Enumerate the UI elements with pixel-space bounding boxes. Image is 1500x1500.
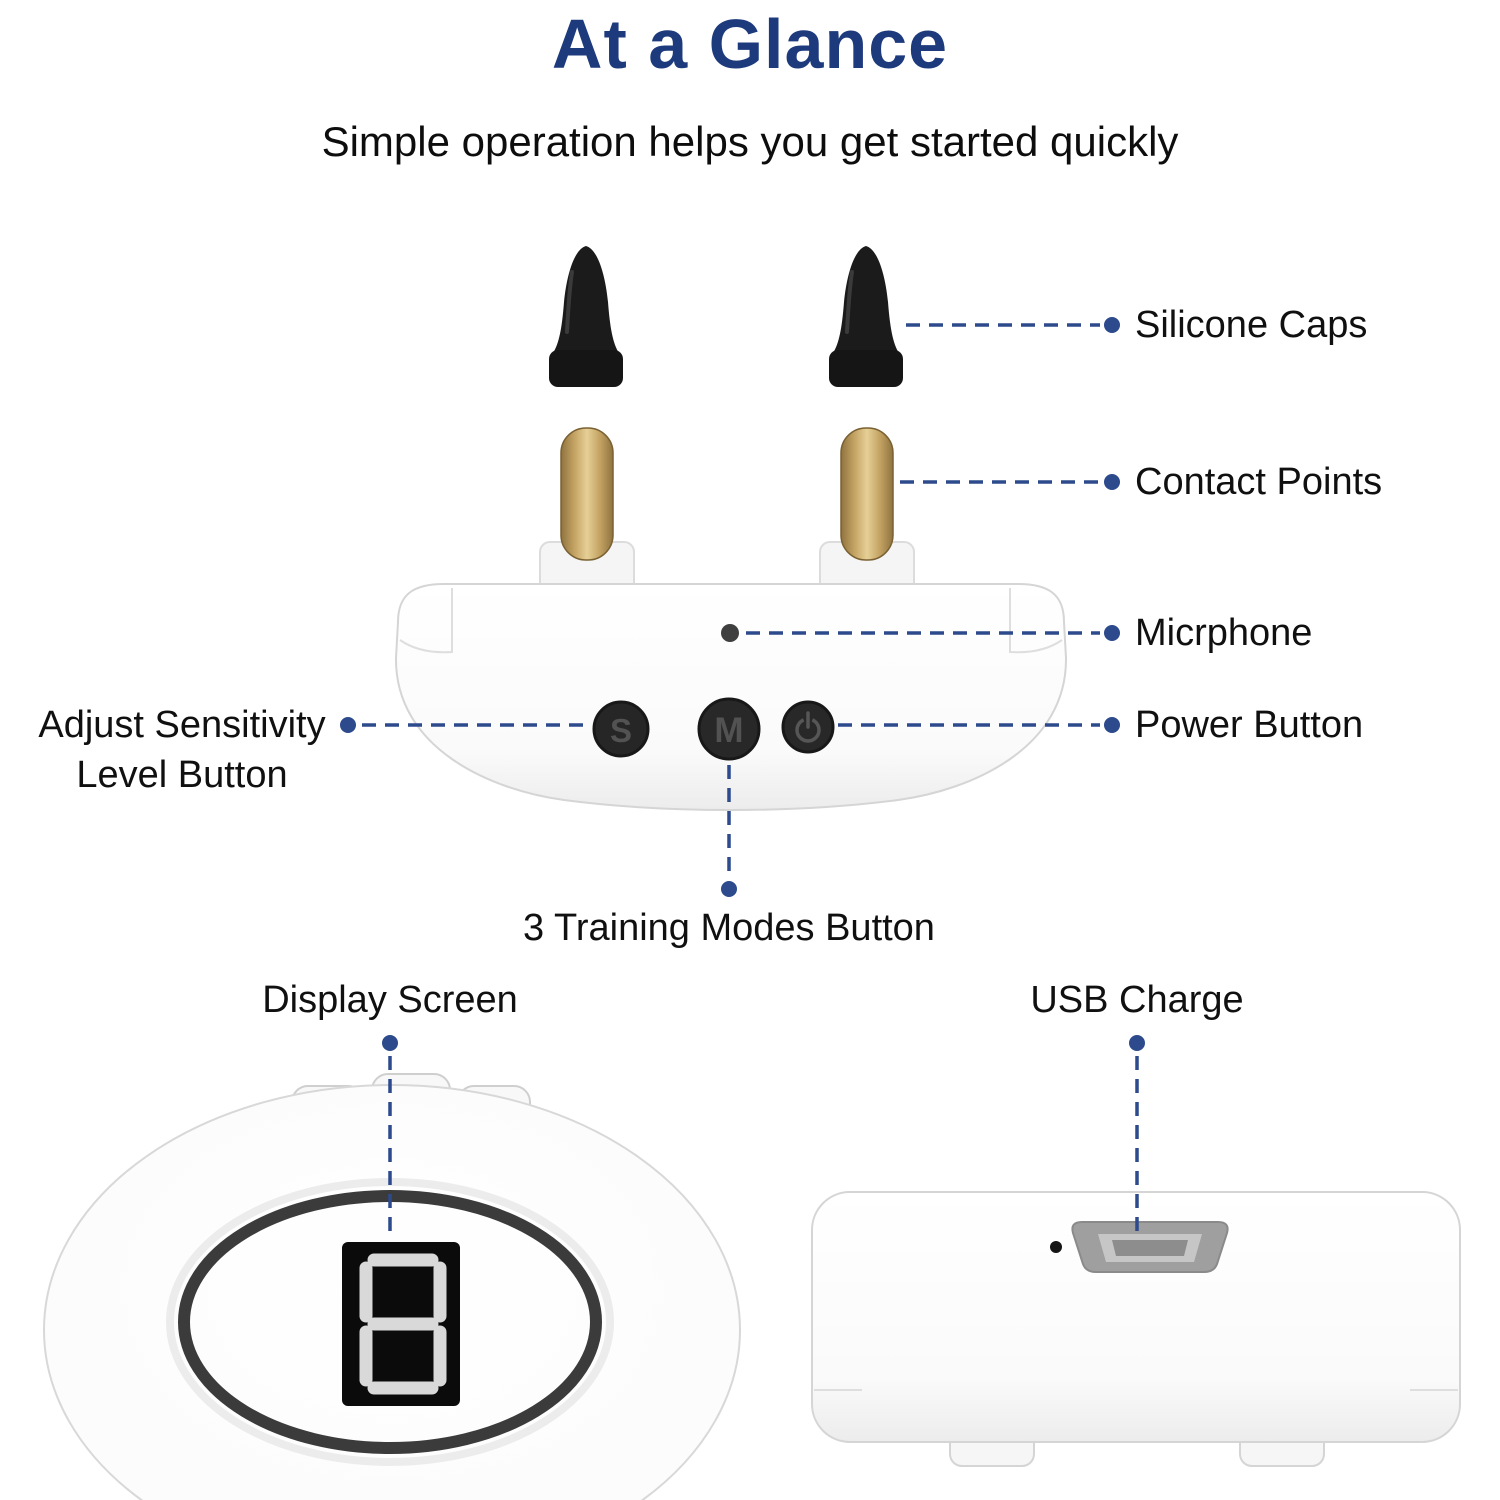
callout-label-contact-points: Contact Points (1135, 461, 1383, 503)
sensitivity-button-letter: S (610, 712, 632, 749)
callout-label-silicone-caps: Silicone Caps (1135, 304, 1368, 346)
device-usb-view (811, 1191, 1461, 1467)
adjust-sensitivity-line2: Level Button (76, 754, 288, 796)
page-title: At a Glance (551, 5, 949, 83)
usb-view-body (811, 1191, 1461, 1443)
callout-dot-silicone-caps (1104, 317, 1120, 333)
callout-label-power-button: Power Button (1135, 704, 1364, 746)
seven-segment-digit (359, 1253, 447, 1395)
device-face-view (43, 1073, 741, 1500)
body-seam-left (399, 588, 453, 654)
body-seam-right (1009, 588, 1063, 654)
indicator-hole (1050, 1241, 1062, 1253)
usb-port (1071, 1221, 1229, 1273)
callout-dot-display-screen (382, 1035, 398, 1051)
callout-label-usb-charge: USB Charge (1030, 979, 1244, 1021)
callout-dot-power-button (1104, 717, 1120, 733)
mode-button-letter: M (714, 711, 743, 750)
silicone-cap-left (547, 244, 625, 389)
callout-label-display-screen: Display Screen (262, 979, 518, 1021)
callout-lines (362, 323, 1139, 1236)
callout-label-microphone: Micrphone (1135, 612, 1313, 654)
adjust-sensitivity-line1: Adjust Sensitivity (38, 704, 326, 746)
sensitivity-button: S (592, 700, 650, 758)
callout-label-training-modes: 3 Training Modes Button (523, 907, 935, 949)
callout-label-adjust-sensitivity: Adjust Sensitivity Level Button (14, 700, 350, 800)
device-body (394, 583, 1068, 812)
power-icon (795, 717, 821, 743)
mode-button: M (697, 697, 761, 761)
contact-point-left (560, 427, 614, 561)
callout-dot-training-modes (721, 881, 737, 897)
device-front-view: S M (394, 244, 1068, 812)
contact-point-right (840, 427, 894, 561)
microphone-hole (721, 624, 739, 642)
callout-dots (340, 317, 1145, 1051)
callout-dot-microphone (1104, 625, 1120, 641)
callout-dot-contact-points (1104, 474, 1120, 490)
callout-dot-adjust-sensitivity (340, 717, 356, 733)
callout-dot-usb-charge (1129, 1035, 1145, 1051)
page-subtitle: Simple operation helps you get started q… (321, 118, 1179, 165)
silicone-cap-right (827, 244, 905, 389)
power-button (781, 700, 835, 754)
